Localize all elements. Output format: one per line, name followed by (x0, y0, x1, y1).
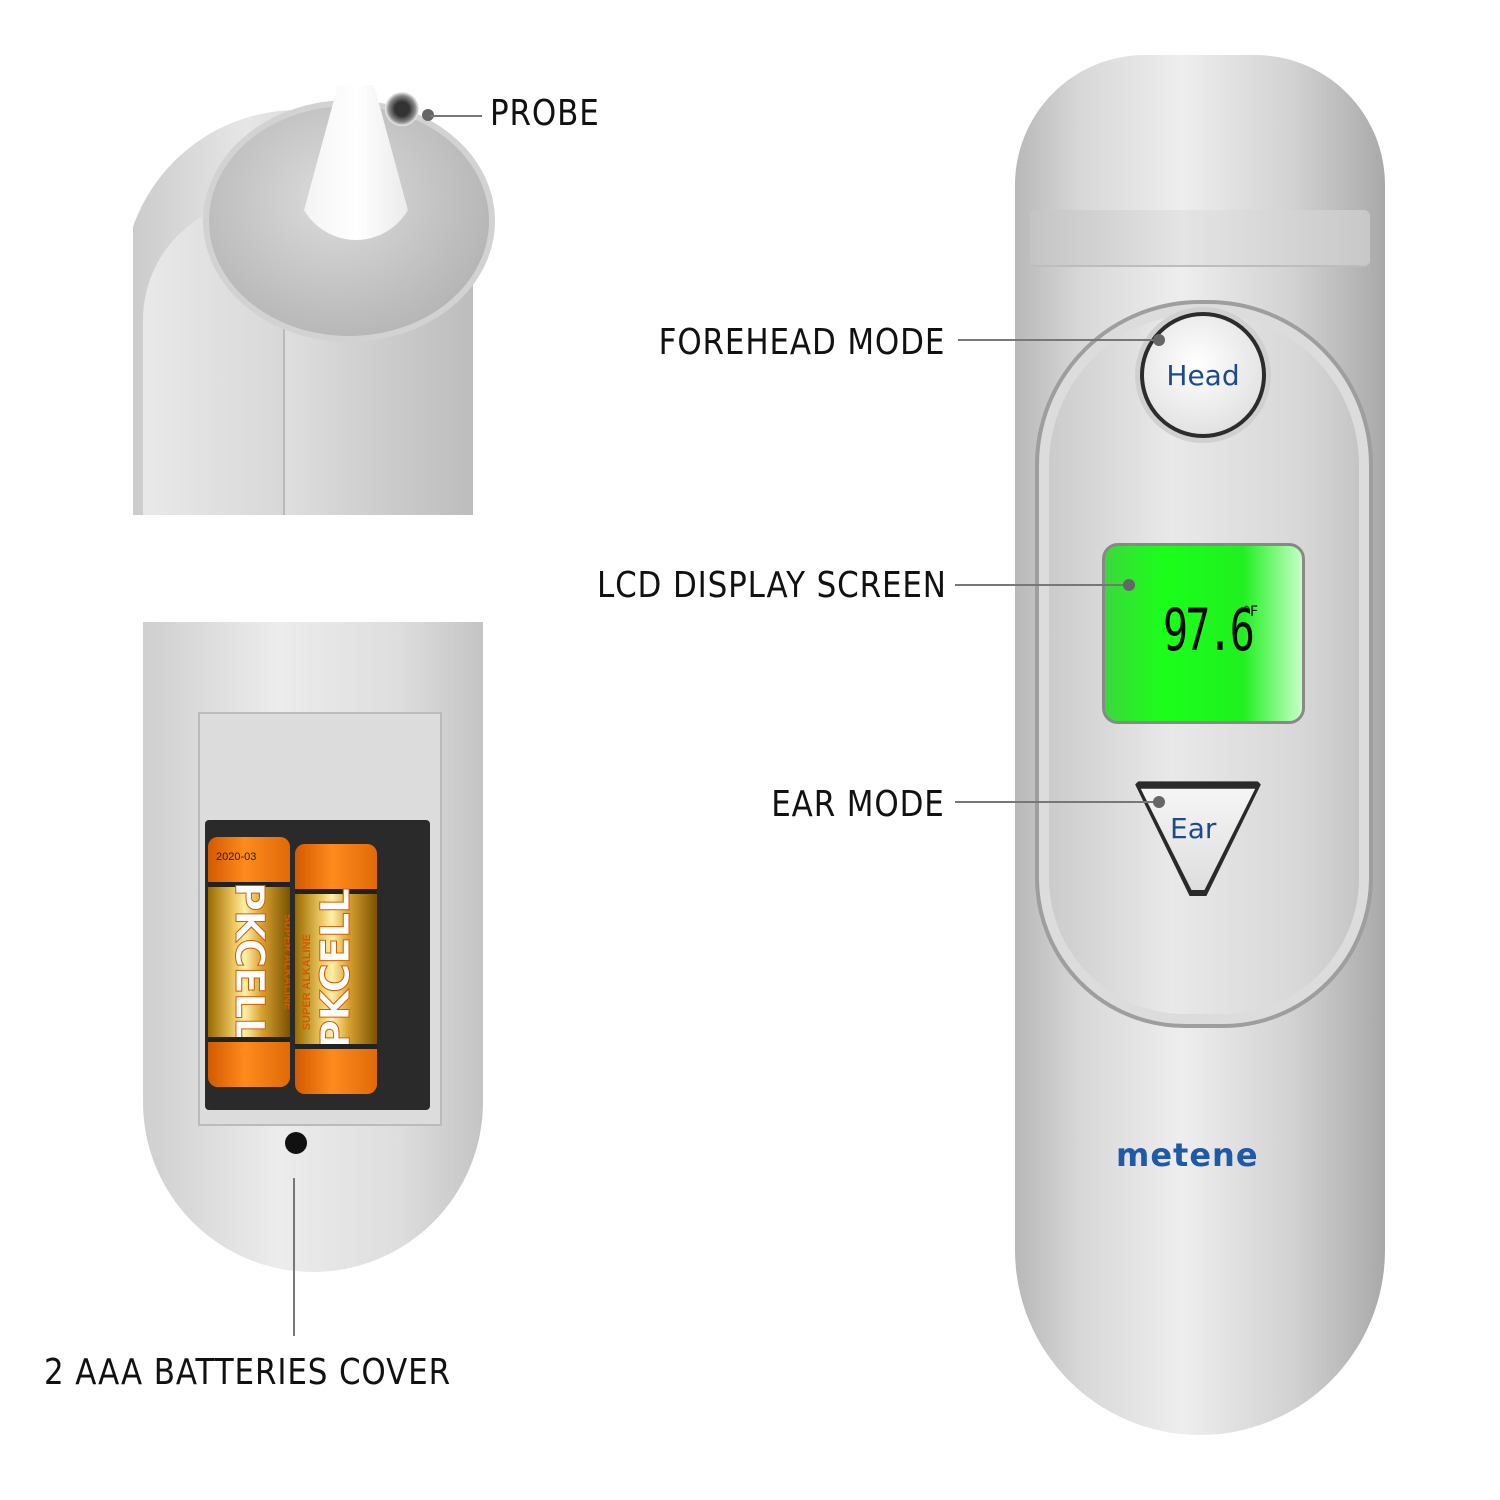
probe-callout-line (430, 115, 482, 117)
thermometer-head-band (1030, 210, 1370, 267)
probe-sensor-tip (385, 92, 419, 126)
battery-2: PKCELL SUPER ALKALINE (295, 844, 377, 1094)
ear-callout-line (955, 801, 1158, 803)
probe-callout-dot (422, 109, 434, 121)
forehead-mode-label: FOREHEAD MODE (658, 322, 945, 363)
battery-cover-label: 2 AAA BATTERIES COVER (44, 1352, 451, 1393)
ear-callout-dot (1153, 796, 1165, 808)
head-mode-button[interactable]: Head (1140, 312, 1266, 438)
battery-brand: PKCELL (226, 881, 273, 1043)
battery-subtitle: SUPER ALKALINE (281, 913, 290, 1011)
battery-brand: PKCELL (313, 888, 360, 1050)
lcd-temperature-unit: °F (1243, 604, 1259, 620)
battery-subtitle: SUPER ALKALINE (301, 934, 314, 1031)
lcd-callout-dot (1123, 579, 1135, 591)
battery-compartment-image: 2020-03 PKCELL SUPER ALKALINE PKCELL SUP… (143, 622, 503, 1282)
lcd-callout-line (955, 584, 1125, 586)
probe-label: PROBE (490, 93, 600, 134)
forehead-callout-dot (1153, 334, 1165, 346)
brand-logo: metene (1116, 1136, 1259, 1174)
head-button-label: Head (1166, 358, 1240, 392)
forehead-callout-line (958, 339, 1158, 341)
lcd-display-screen: 97.6 °F (1102, 543, 1305, 724)
lcd-display-label: LCD DISPLAY SCREEN (597, 565, 947, 606)
ear-mode-label: EAR MODE (771, 784, 945, 825)
battery-cover-release-hole (285, 1132, 307, 1154)
lcd-temperature-value: 97.6 (1163, 596, 1255, 664)
battery-date-code: 2020-03 (216, 851, 257, 863)
battery-callout-line (293, 1178, 295, 1336)
battery-1: 2020-03 PKCELL SUPER ALKALINE (208, 837, 290, 1087)
probe-view-image (133, 0, 503, 515)
ear-button-label: Ear (1170, 812, 1217, 845)
